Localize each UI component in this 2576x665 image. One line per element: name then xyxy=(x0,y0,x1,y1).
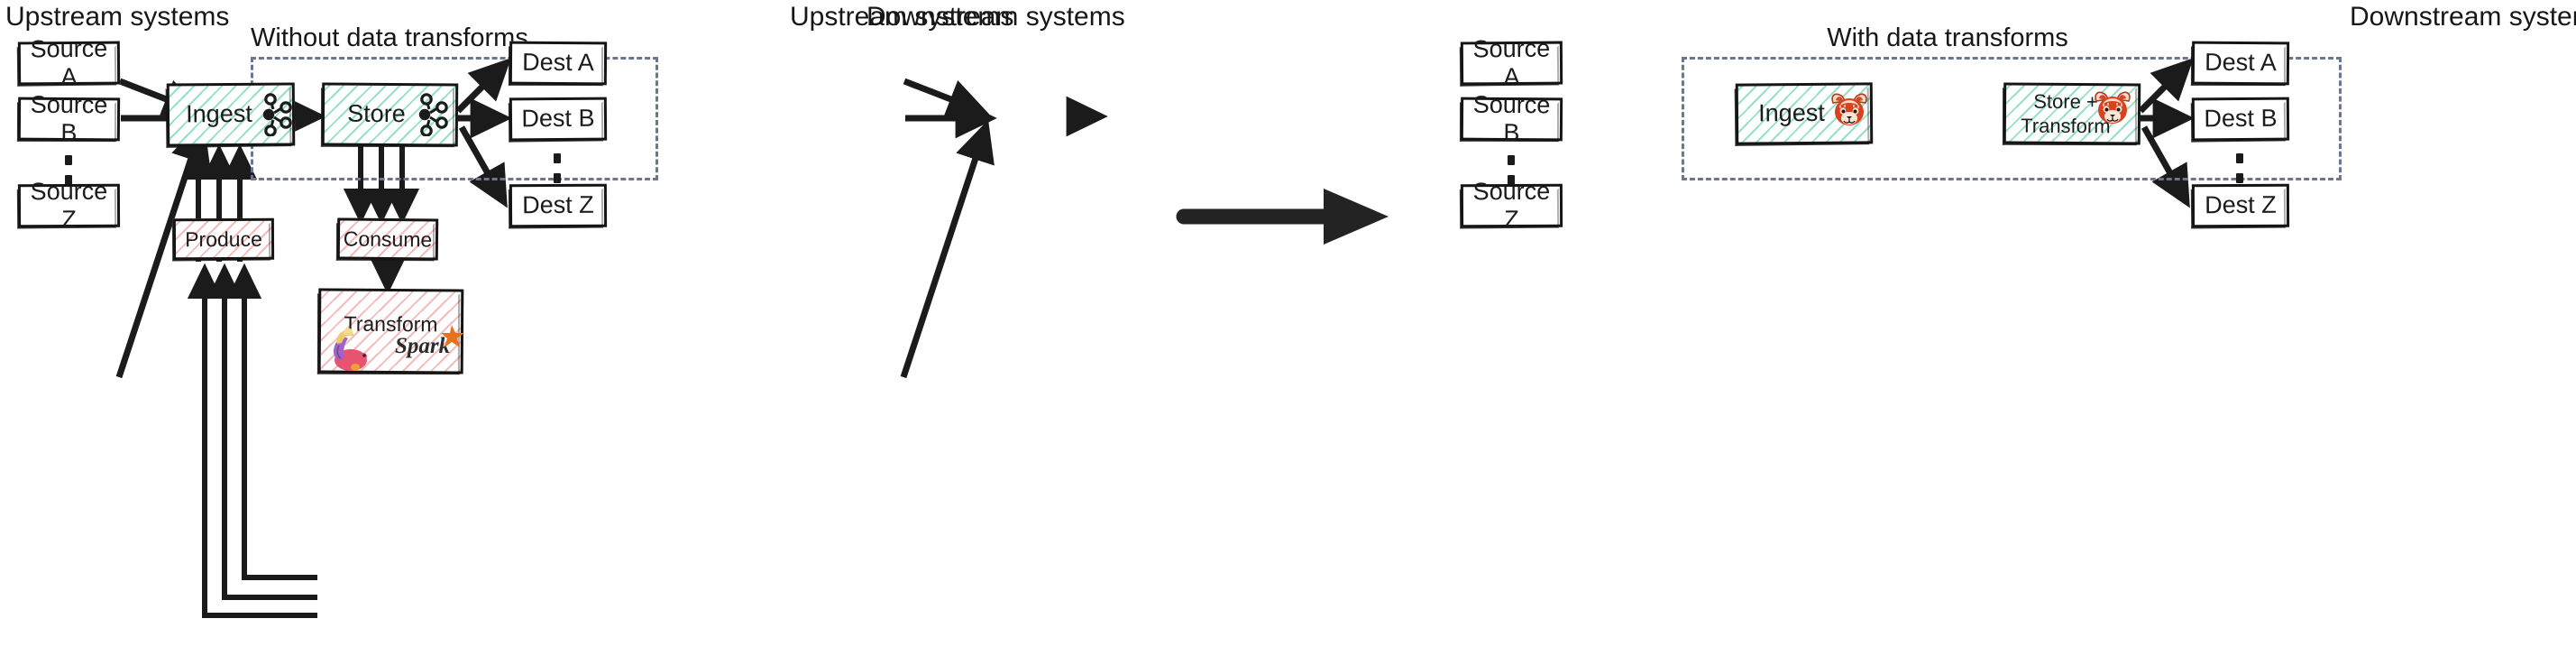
right-store-transform-label-line1: Store + xyxy=(2033,89,2098,113)
left-dest-z[interactable]: Dest Z xyxy=(509,183,608,228)
right-downstream-header: Downstream systems xyxy=(2350,2,2576,32)
right-source-b-label: Source B xyxy=(1472,90,1551,147)
left-store-label: Store xyxy=(347,100,406,128)
left-dest-b-label: Dest B xyxy=(521,105,595,133)
right-source-a-label: Source A xyxy=(1472,34,1551,91)
left-dest-z-label: Dest Z xyxy=(522,191,594,219)
kafka-icon xyxy=(258,91,299,137)
left-dest-a[interactable]: Dest A xyxy=(509,41,608,86)
left-source-a[interactable]: Source A xyxy=(17,35,121,90)
right-source-z-label: Source Z xyxy=(1472,177,1551,234)
right-panel-title: With data transforms xyxy=(1827,23,2068,52)
kafka-icon xyxy=(414,91,455,137)
left-source-a-label: Source A xyxy=(30,34,108,91)
spark-icon: Spark xyxy=(395,323,465,366)
left-source-b[interactable]: Source B xyxy=(17,91,121,146)
right-dest-z-label: Dest Z xyxy=(2205,191,2277,219)
left-upstream-header: Upstream systems xyxy=(5,2,230,32)
right-source-z[interactable]: Source Z xyxy=(1460,178,1563,233)
left-downstream-header: Downstream systems xyxy=(866,2,1125,32)
transition-arrow xyxy=(1176,189,1389,245)
right-dest-z[interactable]: Dest Z xyxy=(2191,183,2290,228)
left-dest-b[interactable]: Dest B xyxy=(509,97,608,142)
left-consume-label: Consume xyxy=(343,226,433,252)
redpanda-icon xyxy=(1829,92,1870,128)
left-dest-a-label: Dest A xyxy=(522,49,594,77)
right-dest-a-label: Dest A xyxy=(2205,49,2277,77)
right-source-a[interactable]: Source A xyxy=(1460,35,1563,90)
left-produce-label: Produce xyxy=(185,226,262,252)
left-panel-title: Without data transforms xyxy=(251,23,528,52)
svg-text:Spark: Spark xyxy=(395,334,451,358)
right-platform-boundary xyxy=(1682,57,2342,180)
right-ingest-label: Ingest xyxy=(1758,99,1825,127)
flink-icon xyxy=(323,320,375,374)
right-dest-b-label: Dest B xyxy=(2204,105,2278,133)
left-source-z-label: Source Z xyxy=(30,177,108,234)
left-produce-node[interactable]: Produce xyxy=(172,217,275,261)
redpanda-icon xyxy=(2092,90,2133,126)
right-dest-b[interactable]: Dest B xyxy=(2191,97,2290,142)
right-dest-a[interactable]: Dest A xyxy=(2191,41,2290,86)
left-consume-node[interactable]: Consume xyxy=(336,217,439,261)
left-source-z[interactable]: Source Z xyxy=(17,178,121,233)
right-upstream-header: Upstream systems xyxy=(790,2,1014,32)
right-source-b[interactable]: Source B xyxy=(1460,91,1563,146)
left-source-b-label: Source B xyxy=(30,90,108,147)
left-ingest-label: Ingest xyxy=(186,100,252,128)
